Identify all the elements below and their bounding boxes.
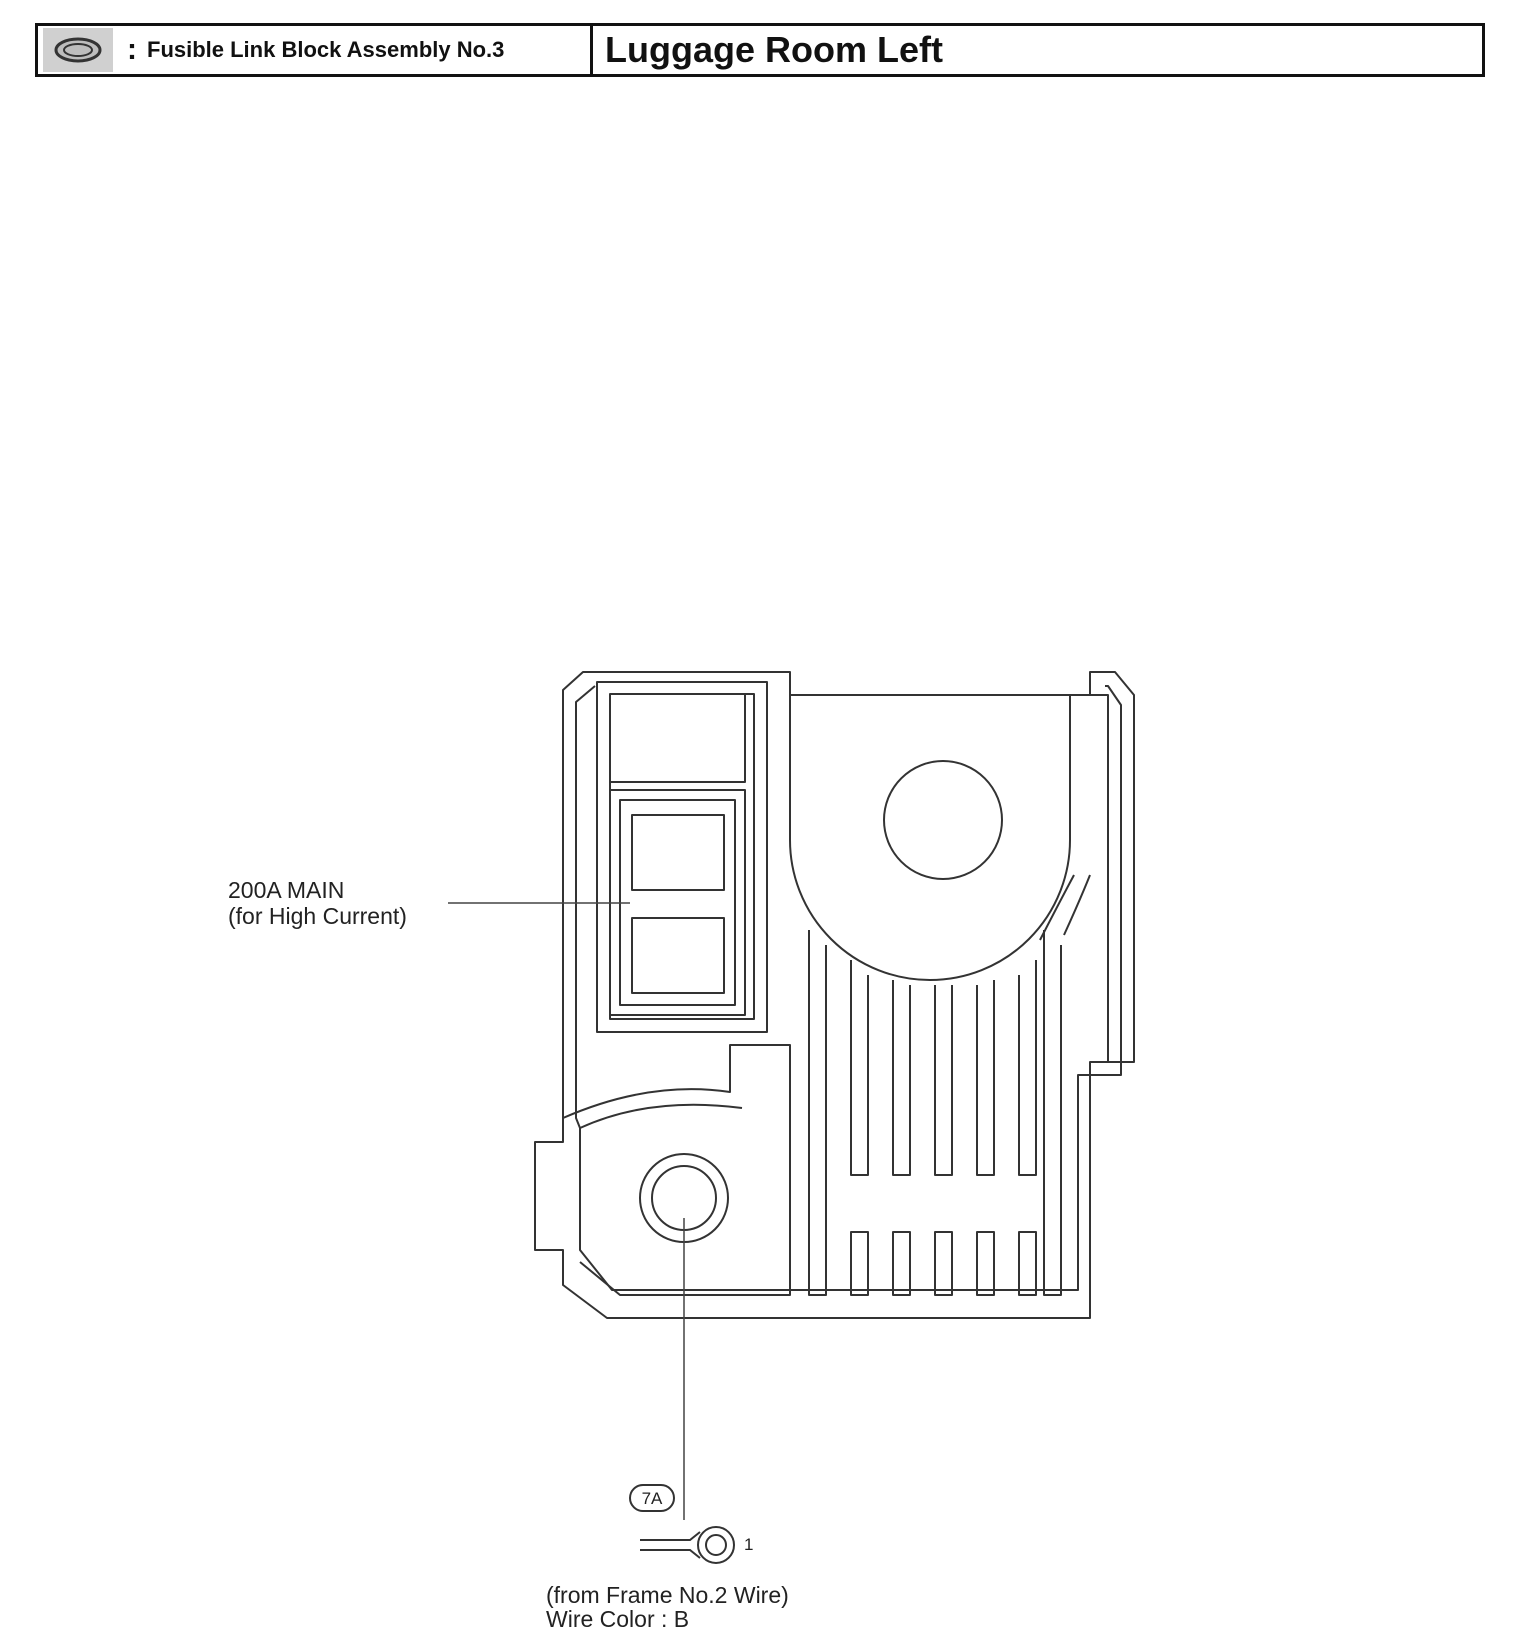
header-component-cell: : Fusible Link Block Assembly No.3 — [38, 26, 593, 74]
diagram-header: : Fusible Link Block Assembly No.3 Lugga… — [35, 23, 1485, 77]
main-fuse-slot-lower — [631, 917, 725, 994]
fin-low-1 — [850, 1231, 869, 1296]
oval-connector-icon — [43, 28, 113, 72]
fin-mid-1 — [892, 980, 911, 1176]
fuse-holder-outer — [596, 681, 768, 1033]
fin-left-1 — [808, 930, 827, 1296]
fin-mid-3 — [976, 980, 995, 1176]
connector-code-text: 7A — [642, 1489, 663, 1508]
bolt-hole-large — [883, 760, 1003, 880]
fuse-label-line1: 200A MAIN — [228, 877, 344, 903]
main-fuse-frame-inner — [619, 799, 736, 1006]
fin-low-2 — [892, 1231, 911, 1296]
housing-outline — [534, 671, 1135, 1319]
fin-low-3 — [934, 1231, 953, 1296]
main-fuse-slot-upper — [631, 814, 725, 891]
wire-color-label: Wire Color : B — [546, 1606, 689, 1632]
component-name: Fusible Link Block Assembly No.3 — [147, 37, 505, 62]
fuse-label-line2: (for High Current) — [228, 903, 407, 929]
fin-mid-2 — [934, 985, 953, 1176]
fin-left-2 — [850, 960, 869, 1176]
fin-right-1 — [1043, 930, 1062, 1296]
fuse-holder-top-notch — [609, 694, 746, 783]
connector-code-badge: 7A — [629, 1484, 675, 1512]
terminal-number: 1 — [744, 1535, 753, 1554]
wire-source-label: (from Frame No.2 Wire) — [546, 1582, 789, 1608]
header-separator: : — [127, 33, 137, 66]
right-rail — [1090, 694, 1109, 1062]
ring-terminal-icon — [640, 1526, 735, 1564]
stud-housing-outline — [562, 1044, 791, 1296]
fin-right-2 — [1018, 960, 1037, 1176]
fin-low-5 — [1018, 1231, 1037, 1296]
stud-housing-inner — [579, 1103, 743, 1129]
fin-arc-bridge — [1039, 874, 1075, 941]
fin-arc-bridge-right — [1063, 874, 1091, 936]
bolt-cover-arc — [789, 695, 1071, 981]
housing-inner-outline — [575, 685, 1122, 1291]
location-title: Luggage Room Left — [605, 29, 943, 70]
fin-low-4 — [976, 1231, 995, 1296]
